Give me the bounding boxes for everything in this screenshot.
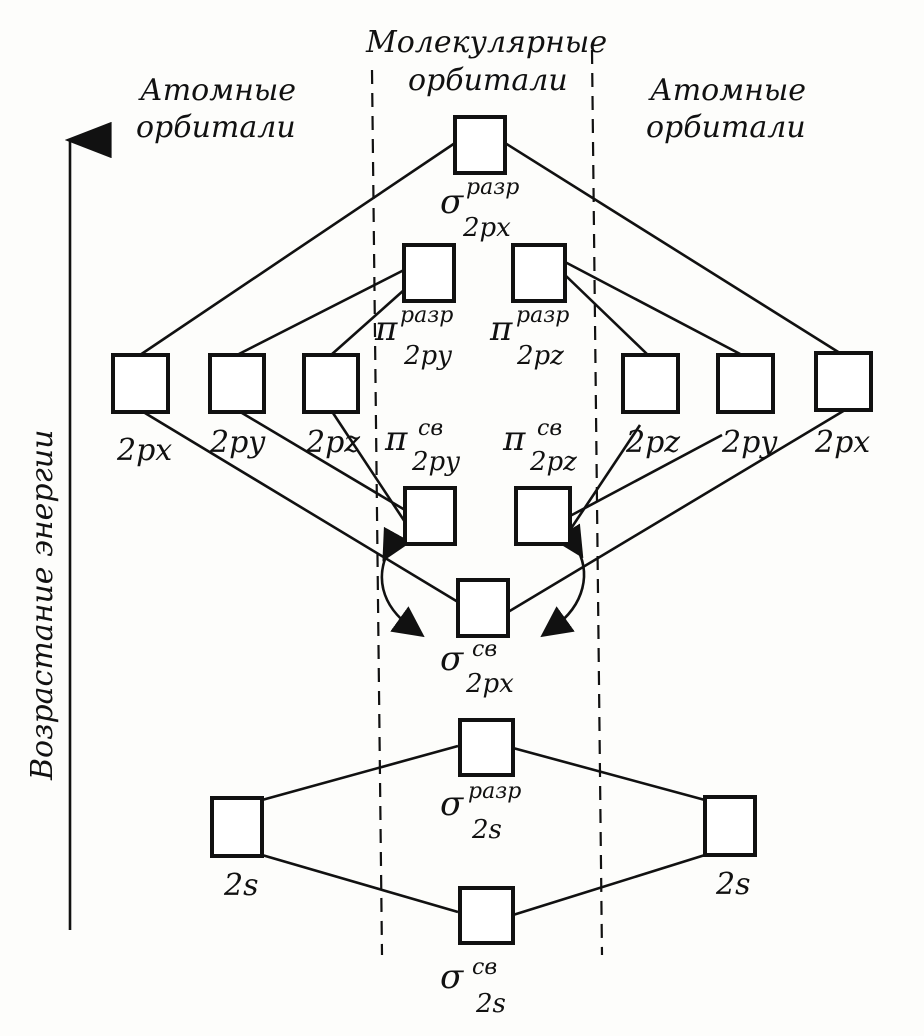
svg-text:разр: разр (516, 303, 569, 328)
connection-lines (139, 141, 846, 917)
mo-sigma-2px-antibonding-box (453, 115, 507, 175)
header-right-line1: Атомные (648, 73, 806, 108)
mo-sigma-2px-bonding-label: σ св 2px (440, 637, 514, 699)
ao-left-2py-box (208, 353, 266, 414)
svg-text:разр: разр (466, 175, 519, 200)
mo-sigma-2s-bonding-box (458, 886, 515, 945)
mo-pi-2py-antibonding-label: π разр 2py (374, 303, 453, 371)
svg-text:св: св (472, 637, 497, 662)
ao-right-2py-box (716, 353, 775, 414)
svg-text:св: св (472, 955, 497, 980)
svg-text:разр: разр (400, 303, 453, 328)
svg-text:2pz: 2pz (529, 447, 577, 477)
right-divider (590, 49, 604, 956)
svg-text:2pz: 2pz (516, 341, 564, 371)
ao-right-2px-label: 2px (814, 425, 870, 460)
mo-pi-2py-bonding-box (403, 486, 457, 546)
svg-text:Возрастание энергии: Возрастание энергии (25, 430, 60, 781)
svg-text:σ: σ (440, 182, 464, 222)
mo-pi-2py-antibonding-box (402, 243, 456, 303)
header-center-line1: Молекулярные (365, 25, 607, 60)
mo-sigma-2px-antibonding-label: σ разр 2px (440, 175, 519, 243)
header-left-line1: Атомные (138, 73, 296, 108)
ao-left-2s-label: 2s (223, 868, 258, 903)
header-right: Атомные орбитали (646, 73, 806, 145)
svg-text:π: π (489, 309, 513, 349)
interaction-arrow-left (380, 526, 425, 638)
left-divider (370, 69, 384, 956)
header-left-line2: орбитали (136, 110, 296, 145)
svg-text:π: π (384, 419, 408, 459)
interaction-arrow-right (540, 523, 586, 638)
svg-text:σ: σ (440, 639, 464, 679)
svg-text:2py: 2py (411, 447, 460, 477)
svg-text:π: π (374, 309, 398, 349)
mo-sigma-2s-antibonding-label: σ разр 2s (440, 779, 521, 845)
svg-text:2px: 2px (465, 669, 514, 699)
header-left: Атомные орбитали (136, 73, 296, 145)
ao-left-2s-box (210, 796, 264, 858)
mo-pi-2pz-bonding-label: π св 2pz (502, 416, 577, 477)
mo-sigma-2px-bonding-box (456, 578, 510, 638)
ao-right-2px-box (814, 351, 873, 412)
mo-sigma-2s-bonding-label: σ св 2s (440, 955, 506, 1019)
svg-text:σ: σ (440, 784, 464, 824)
ao-left-2px-box (111, 353, 170, 414)
header-center-line2: орбитали (408, 63, 568, 98)
mo-sigma-2s-antibonding-box (458, 718, 515, 777)
ao-right-2s-box (703, 795, 757, 857)
ao-left-2pz-label: 2pz (305, 425, 360, 460)
svg-text:2s: 2s (471, 815, 502, 845)
svg-text:σ: σ (440, 957, 464, 997)
ao-right-2py-label: 2py (721, 425, 778, 460)
svg-text:π: π (502, 419, 526, 459)
mo-pi-2pz-antibonding-label: π разр 2pz (489, 303, 569, 371)
header-right-line2: орбитали (646, 110, 806, 145)
svg-text:св: св (418, 416, 443, 441)
mo-pi-2pz-antibonding-box (511, 243, 567, 303)
ao-right-2s-label: 2s (715, 867, 750, 902)
energy-axis-label: Возрастание энергии (25, 430, 60, 781)
svg-text:2px: 2px (462, 213, 511, 243)
ao-right-2pz-label: 2pz (625, 425, 680, 460)
mo-pi-2pz-bonding-box (514, 486, 572, 546)
ao-left-2px-label: 2px (116, 433, 172, 468)
header-center: Молекулярные орбитали (365, 25, 607, 98)
ao-left-2pz-box (302, 353, 360, 414)
svg-text:2py: 2py (403, 341, 452, 371)
svg-text:разр: разр (468, 779, 521, 804)
ao-left-2py-label: 2py (209, 425, 266, 460)
ao-right-2pz-box (621, 353, 680, 414)
svg-text:св: св (537, 416, 562, 441)
svg-text:2s: 2s (475, 989, 506, 1019)
mo-pi-2py-bonding-label: π св 2py (384, 416, 460, 477)
